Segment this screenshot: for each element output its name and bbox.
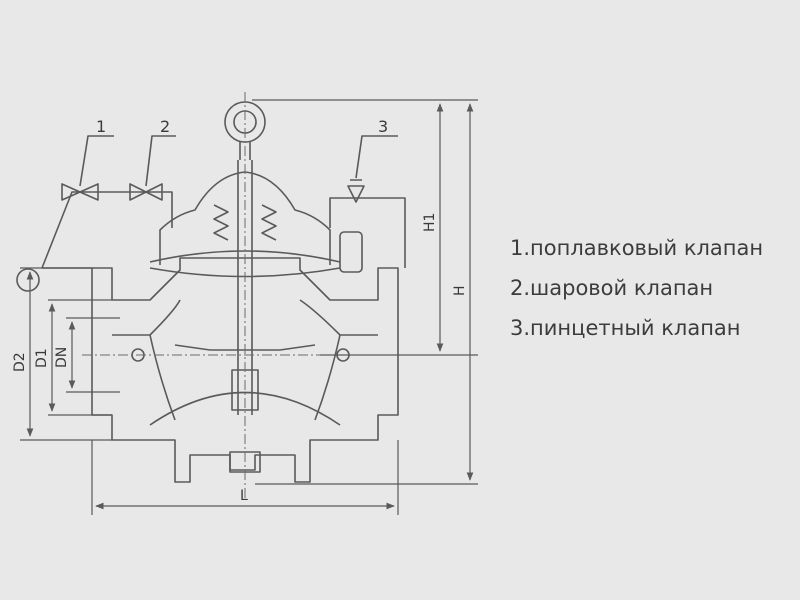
dim-dn-label: DN [54, 347, 70, 368]
legend-item-1: 1.поплавковый клапан [510, 236, 764, 260]
control-fitting [339, 231, 363, 273]
callout-1: 1 [96, 117, 106, 136]
dim-h-label: H [452, 285, 468, 296]
valve-bottom-arc [149, 391, 341, 426]
spring-left [213, 204, 229, 241]
dim-h1-label: H1 [422, 213, 438, 232]
dim-d2-label: D2 [12, 352, 28, 372]
valve-body-outline [91, 257, 399, 483]
pilot-pipe-2 [329, 197, 406, 268]
callout-2: 2 [160, 117, 170, 136]
dim-d1-label: D1 [34, 348, 50, 368]
needle-valve-symbol [347, 179, 365, 203]
callout-3: 3 [378, 117, 388, 136]
legend: 1.поплавковый клапан 2.шаровой клапан 3.… [510, 228, 763, 348]
pilot-pipe-1 [41, 191, 173, 269]
callout-leader-2 [145, 135, 176, 187]
callout-leader-3 [355, 135, 398, 179]
valve-inner-passage [112, 299, 378, 421]
inlet-gauge [16, 268, 40, 292]
spring-right [261, 204, 277, 241]
valve-stem [237, 160, 253, 415]
legend-item-3: 3.пинцетный клапан [510, 316, 741, 340]
dim-l-label: L [240, 488, 248, 504]
callout-leader-1 [79, 135, 114, 187]
legend-item-2: 2.шаровой клапан [510, 276, 714, 300]
ball-valve-symbol [129, 183, 163, 201]
float-valve-symbol [61, 183, 99, 201]
